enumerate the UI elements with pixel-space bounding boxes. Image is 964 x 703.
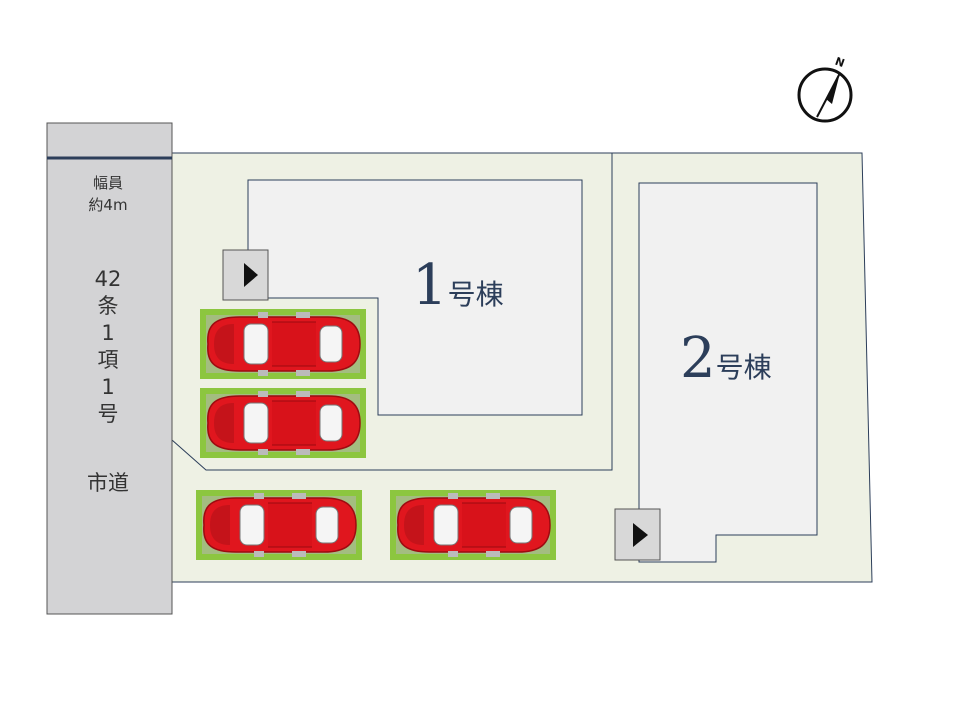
entrance-arrow-icon xyxy=(222,249,269,301)
car-icon xyxy=(199,387,367,459)
road-class-char: 42 xyxy=(95,267,122,291)
road xyxy=(46,122,173,615)
road-width-label-1: 幅員 xyxy=(93,174,123,192)
road-class-char: 項 xyxy=(98,348,119,372)
building-1-label: 1号棟 xyxy=(412,253,504,318)
compass-letter: N xyxy=(833,55,846,70)
building-2-label: 2号棟 xyxy=(680,326,772,391)
road-class-char: 1 xyxy=(101,321,114,345)
building-1-number: 1 xyxy=(412,253,448,318)
car-icon xyxy=(195,489,363,561)
car-icon xyxy=(389,489,557,561)
north-compass-icon: N xyxy=(797,55,853,123)
road-type-label: 市道 xyxy=(87,471,129,495)
road-class-char: 1 xyxy=(101,375,114,399)
building-2-suffix: 号棟 xyxy=(716,351,772,384)
road-width-label-2: 約4m xyxy=(88,196,127,214)
building-2 xyxy=(638,182,818,563)
entrance-arrow-icon xyxy=(614,508,661,561)
road-class-char: 号 xyxy=(98,402,119,426)
building-2-number: 2 xyxy=(680,326,716,391)
road-class-char: 条 xyxy=(98,294,119,318)
building-1-suffix: 号棟 xyxy=(448,278,504,311)
car-icon xyxy=(199,308,367,380)
